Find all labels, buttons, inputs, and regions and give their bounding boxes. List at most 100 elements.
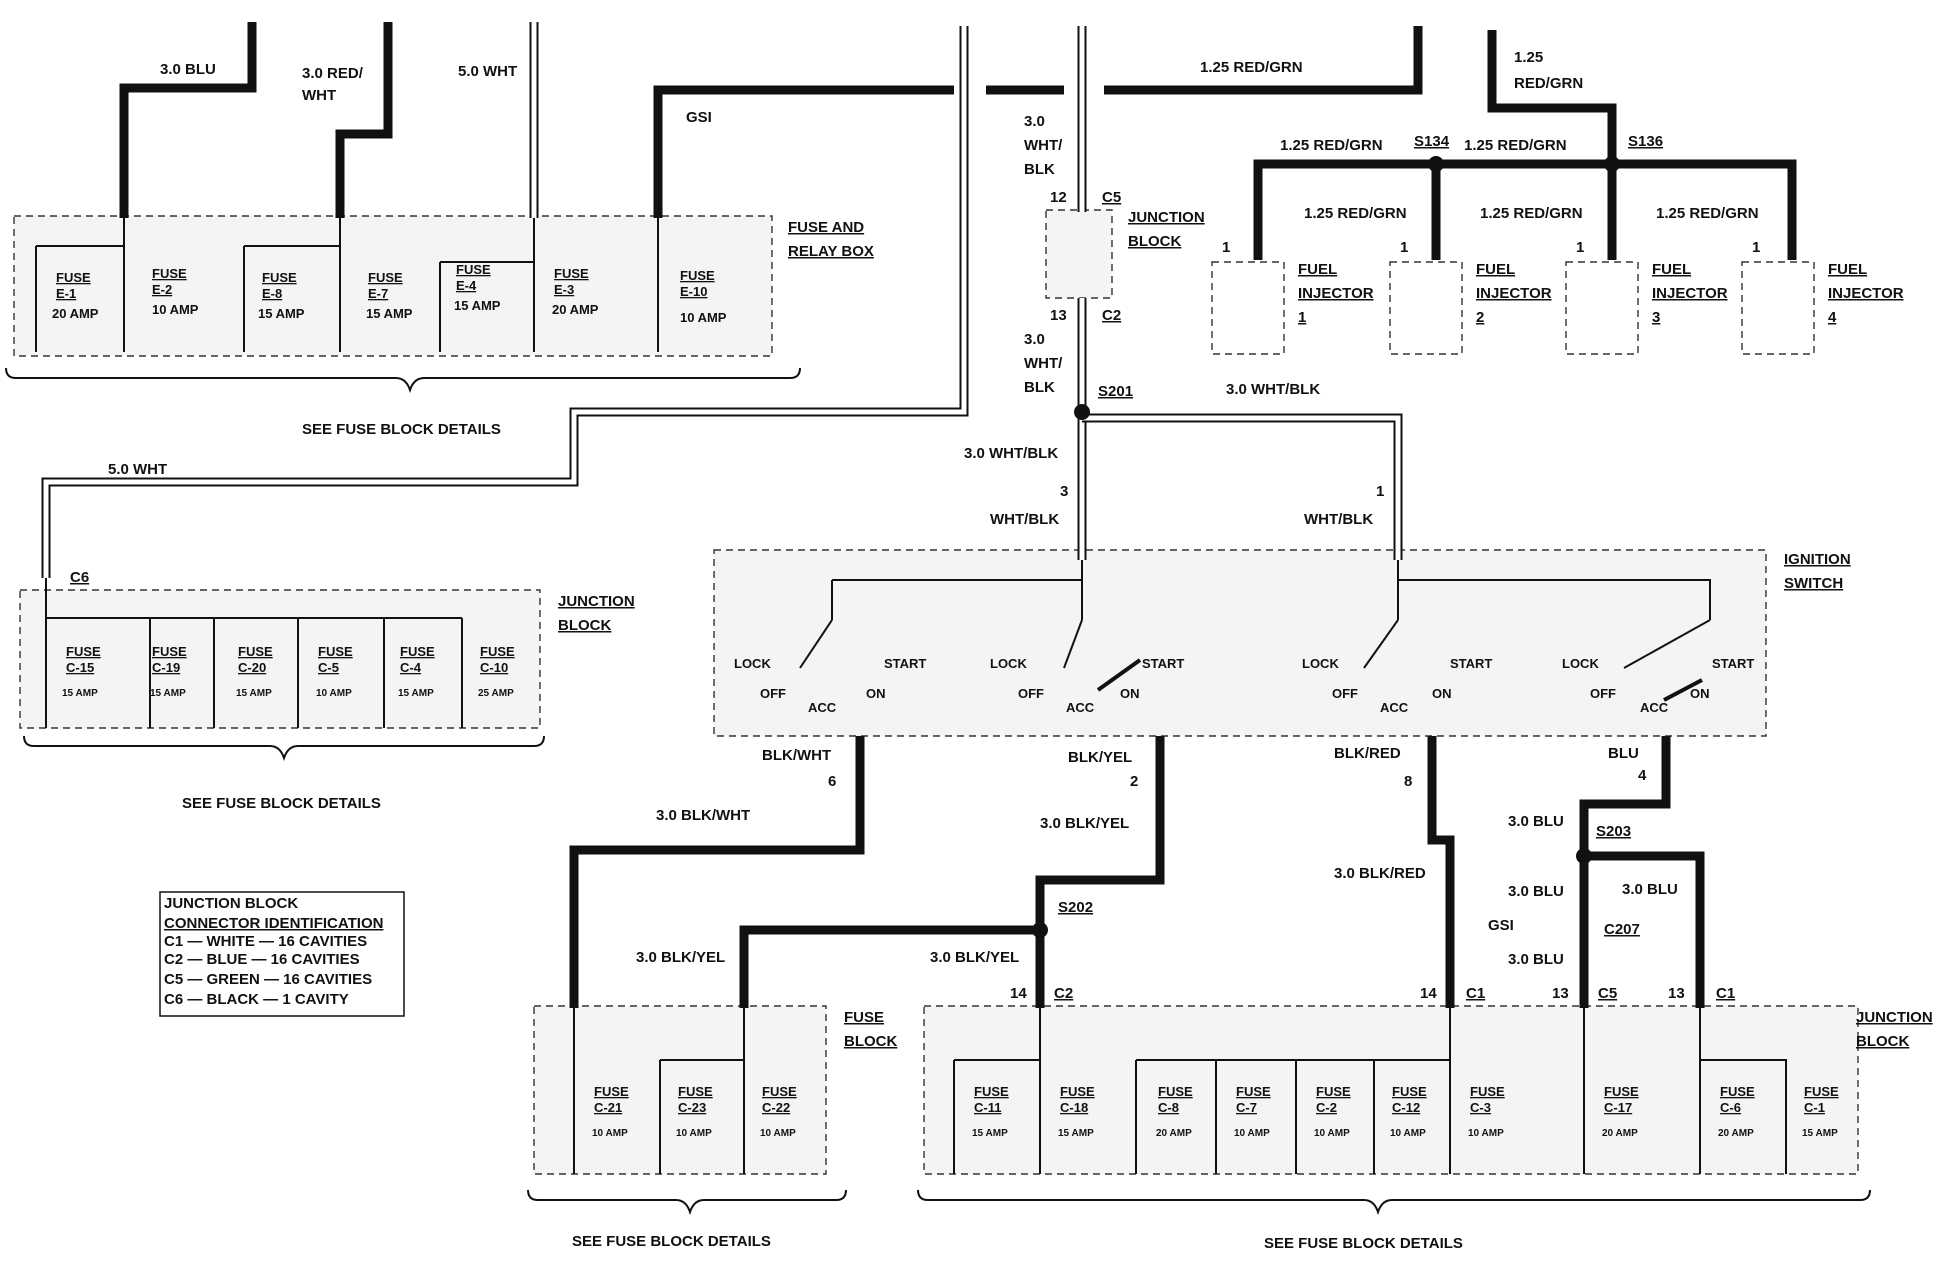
ignition-switch-2: LOCK OFF ACC ON START <box>990 656 1184 715</box>
svg-text:FUSE: FUSE <box>1158 1084 1193 1099</box>
legend-row-3: C5 — GREEN — 16 CAVITIES <box>164 971 372 988</box>
top-fuse-e1: FUSE E-1 20 AMP <box>52 270 99 321</box>
svg-text:FUSE: FUSE <box>56 270 91 285</box>
inj4-l3: 4 <box>1828 309 1837 326</box>
pin-8: 8 <box>1404 773 1412 790</box>
svg-text:10 AMP: 10 AMP <box>1390 1128 1426 1139</box>
svg-text:20 AMP: 20 AMP <box>1602 1128 1638 1139</box>
left-fuse-c5: FUSE C-5 10 AMP <box>316 644 353 699</box>
svg-text:20 AMP: 20 AMP <box>52 306 99 321</box>
see-details-left: SEE FUSE BLOCK DETAILS <box>182 795 381 812</box>
svg-text:START: START <box>1450 656 1492 671</box>
fb-fuse-c23: FUSE C-23 10 AMP <box>676 1084 713 1139</box>
svg-text:FUSE: FUSE <box>400 644 435 659</box>
svg-text:OFF: OFF <box>1590 686 1616 701</box>
svg-text:10 AMP: 10 AMP <box>592 1128 628 1139</box>
label-s201: S201 <box>1098 383 1133 400</box>
svg-text:C-3: C-3 <box>1470 1100 1491 1115</box>
pin-14-a: 14 <box>1010 985 1027 1002</box>
svg-text:ACC: ACC <box>1066 700 1095 715</box>
splice-s201-dot <box>1074 404 1090 420</box>
label-wbc2-2: WHT/ <box>1024 355 1063 372</box>
jb-fuse-c6: FUSE C-6 20 AMP <box>1718 1084 1755 1139</box>
label-c207: C207 <box>1604 921 1640 938</box>
label-3-0-blk-yel: 3.0 BLK/YEL <box>1040 815 1129 832</box>
pin-1: 1 <box>1376 483 1384 500</box>
label-wb-2: WHT/ <box>1024 137 1063 154</box>
label-blk-wht: BLK/WHT <box>762 747 831 764</box>
pin-13-a: 13 <box>1552 985 1569 1002</box>
ignition-switch-1: LOCK OFF ACC ON START <box>734 656 926 715</box>
svg-text:ON: ON <box>1432 686 1452 701</box>
label-3-0-blu-a: 3.0 BLU <box>1508 813 1564 830</box>
inj4-l1: FUEL <box>1828 261 1867 278</box>
svg-text:15 AMP: 15 AMP <box>454 298 501 313</box>
label-jb-left-1: JUNCTION <box>558 593 635 610</box>
svg-text:C-12: C-12 <box>1392 1100 1420 1115</box>
svg-text:C-1: C-1 <box>1804 1100 1825 1115</box>
svg-text:ACC: ACC <box>1640 700 1669 715</box>
svg-text:ON: ON <box>1120 686 1140 701</box>
svg-text:20 AMP: 20 AMP <box>552 302 599 317</box>
legend-box <box>159 891 405 1017</box>
pin-13-b: 13 <box>1668 985 1685 1002</box>
label-redgrn-r1: 1.25 <box>1514 49 1543 66</box>
top-fuse-e3: FUSE E-3 20 AMP <box>552 266 599 317</box>
label-3-0-blk-yel-b: 3.0 BLK/YEL <box>636 949 725 966</box>
label-3-0-blk-yel-c: 3.0 BLK/YEL <box>930 949 1019 966</box>
brace-top <box>5 367 801 394</box>
svg-text:15 AMP: 15 AMP <box>62 688 98 699</box>
label-3-0-red: 3.0 RED/ <box>302 65 364 82</box>
svg-text:FUSE: FUSE <box>152 644 187 659</box>
svg-text:10 AMP: 10 AMP <box>676 1128 712 1139</box>
svg-text:ON: ON <box>1690 686 1710 701</box>
splice-s136-dot <box>1604 156 1620 172</box>
inj1-l1: FUEL <box>1298 261 1337 278</box>
label-wht-blk-right: WHT/BLK <box>1304 511 1373 528</box>
inj2-l3: 2 <box>1476 309 1484 326</box>
pin-13-top: 13 <box>1050 307 1067 324</box>
wire-3-0-blu-top <box>119 22 257 218</box>
pin-6: 6 <box>828 773 836 790</box>
svg-text:FUSE: FUSE <box>680 268 715 283</box>
svg-text:FUSE: FUSE <box>262 270 297 285</box>
top-fuse-e2: FUSE E-2 10 AMP <box>152 266 199 317</box>
label-redgrn-top: 1.25 RED/GRN <box>1200 59 1303 76</box>
label-wb-s201-right: 3.0 WHT/BLK <box>1226 381 1320 398</box>
label-jb-top-1: JUNCTION <box>1128 209 1205 226</box>
svg-text:LOCK: LOCK <box>734 656 771 671</box>
junction-block-bottom <box>923 1005 1859 1175</box>
label-gsi-top: GSI <box>686 109 712 126</box>
svg-text:FUSE: FUSE <box>318 644 353 659</box>
svg-text:C-18: C-18 <box>1060 1100 1088 1115</box>
wire-gsi-top <box>653 85 954 218</box>
fuel-injector-1-box <box>1211 261 1285 355</box>
svg-text:FUSE: FUSE <box>678 1084 713 1099</box>
label-c6: C6 <box>70 569 89 586</box>
label-3-0-blk-wht: 3.0 BLK/WHT <box>656 807 750 824</box>
top-fuse-e8: FUSE E-8 15 AMP <box>258 270 305 321</box>
junction-block-top <box>1045 209 1113 299</box>
brace-left <box>23 735 545 762</box>
inj3-l2: INJECTOR <box>1652 285 1728 302</box>
see-details-jb: SEE FUSE BLOCK DETAILS <box>1264 1235 1463 1252</box>
label-c2-bottom: C2 <box>1054 985 1073 1002</box>
wire-blk-yel-to-fb <box>739 925 1040 1008</box>
svg-text:FUSE: FUSE <box>554 266 589 281</box>
svg-text:FUSE: FUSE <box>152 266 187 281</box>
label-fuse-relay-2: RELAY BOX <box>788 243 874 260</box>
svg-text:FUSE: FUSE <box>1720 1084 1755 1099</box>
svg-text:15 AMP: 15 AMP <box>366 306 413 321</box>
pin-inj-2: 1 <box>1400 239 1408 256</box>
svg-text:FUSE: FUSE <box>1804 1084 1839 1099</box>
svg-text:FUSE: FUSE <box>594 1084 629 1099</box>
svg-text:C-21: C-21 <box>594 1100 622 1115</box>
ignition-switch-box <box>713 549 1767 737</box>
svg-text:FUSE: FUSE <box>480 644 515 659</box>
label-fb-1: FUSE <box>844 1009 884 1026</box>
label-wht-blk-left: WHT/BLK <box>990 511 1059 528</box>
svg-text:C-19: C-19 <box>152 660 180 675</box>
legend-title-1: JUNCTION BLOCK <box>164 895 298 912</box>
svg-text:15 AMP: 15 AMP <box>150 688 186 699</box>
inj3-l1: FUEL <box>1652 261 1691 278</box>
